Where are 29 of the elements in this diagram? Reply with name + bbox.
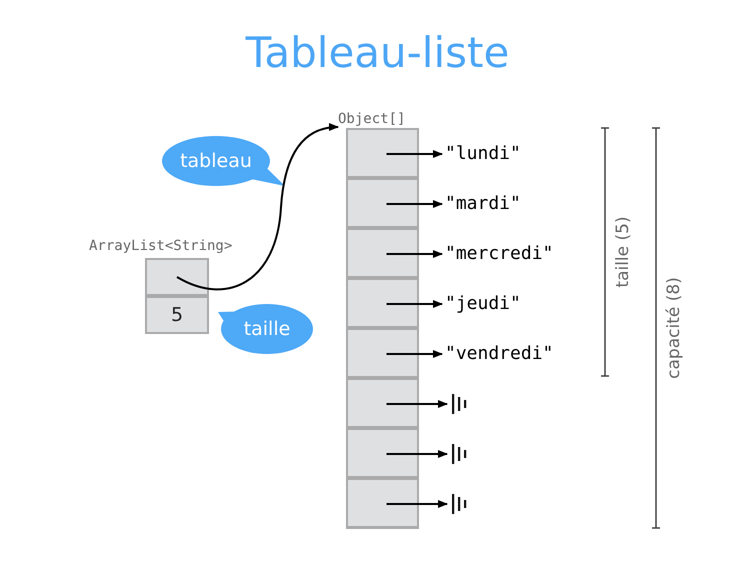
- string-value: "vendredi": [445, 341, 554, 367]
- type-label: ArrayList<String>: [89, 238, 232, 254]
- type-label: Object[]: [338, 111, 406, 127]
- string-value: "jeudi": [445, 291, 521, 317]
- arrow: [386, 400, 448, 408]
- array-cell: [346, 478, 419, 528]
- arrow: [386, 300, 443, 308]
- null-ground-icon: [450, 391, 468, 417]
- arrow: [386, 250, 443, 258]
- string-value: "mercredi": [445, 241, 554, 267]
- string-value: "lundi": [445, 141, 521, 167]
- array-cell: [346, 228, 419, 278]
- array-cell: [346, 428, 419, 478]
- arrow: [386, 500, 448, 508]
- arrow: [386, 150, 443, 158]
- dimension-label: taille (5): [613, 216, 633, 288]
- array-cell: [346, 378, 419, 428]
- null-ground-icon: [450, 491, 468, 517]
- array-cell: [346, 328, 419, 378]
- array-cell: [346, 278, 419, 328]
- arrow: [386, 200, 443, 208]
- title: Tableau-liste: [244, 28, 510, 77]
- null-ground-icon: [450, 441, 468, 467]
- dimension-label: capacité (8): [664, 277, 684, 379]
- string-value: "mardi": [445, 191, 521, 217]
- arrow: [386, 350, 443, 358]
- arrow: [176, 124, 339, 290]
- array-cell: [346, 178, 419, 228]
- arrow: [386, 450, 448, 458]
